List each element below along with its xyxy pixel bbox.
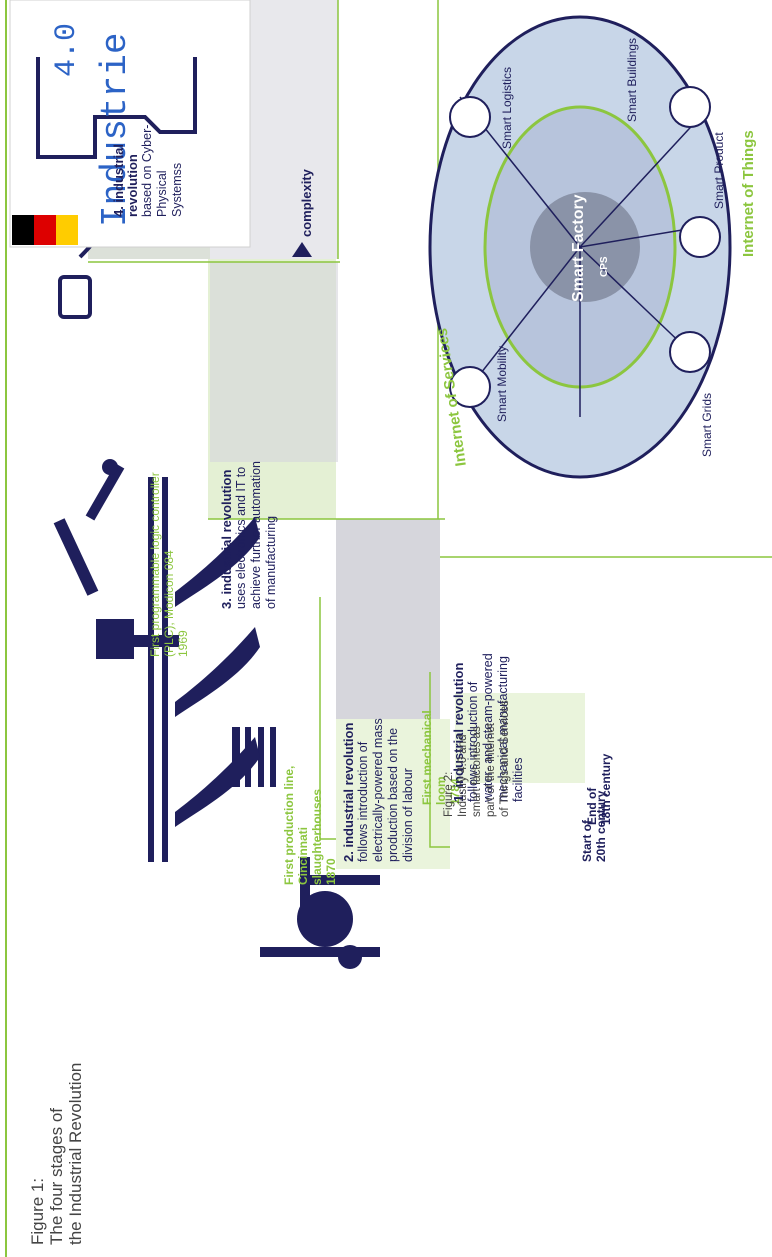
stage-4-line-1: based on Cyber-Physical bbox=[140, 124, 169, 217]
stage-2-block bbox=[336, 719, 450, 869]
stage-4-title: 4. industrial revolution bbox=[111, 144, 140, 217]
stage-3-event-line-3: 1969 bbox=[176, 630, 190, 657]
stage-4-description: 4. industrial revolution based on Cyber-… bbox=[111, 87, 185, 217]
figure-2-diagram bbox=[428, 15, 732, 479]
figure-2-line-1: Industry 4.0 and bbox=[457, 734, 469, 817]
figure-1-caption: Figure 1: The four stages of the Industr… bbox=[28, 1025, 85, 1245]
stage-2-event-line-3: 1870 bbox=[324, 858, 338, 885]
figure-1-label: Figure 1: bbox=[28, 1177, 47, 1245]
stage-2-event: First production line, Cincinnati slaugh… bbox=[282, 745, 338, 885]
smart-mobility-icon bbox=[449, 366, 491, 408]
stage-3-event-line-1: First programmable logic controller bbox=[148, 472, 162, 657]
stage-3-title: 3. industrial revolution bbox=[219, 469, 234, 609]
smart-grids-icon bbox=[669, 331, 711, 373]
stage-2-period-line-1: Start of bbox=[580, 820, 594, 862]
stage-2-line-2: electrically-powered mass bbox=[371, 718, 385, 862]
stage-2-line-3: production based on the bbox=[386, 727, 400, 862]
production-line-icon bbox=[148, 477, 260, 862]
mechanical-loom-icon bbox=[232, 727, 380, 969]
stage-1-block bbox=[455, 693, 585, 783]
stage-2-grey-block bbox=[336, 519, 440, 719]
stage-2-event-line-1: First production line, bbox=[282, 765, 296, 885]
complexity-arrow bbox=[292, 242, 312, 257]
industrie-4-0-logo bbox=[9, 0, 251, 248]
stage-3-grey-block bbox=[210, 262, 338, 462]
figure-1-line-2: the Industrial Revolution bbox=[66, 1062, 85, 1245]
smart-grids-label: Smart Grids bbox=[700, 392, 714, 457]
stage-2-event-line-2: Cincinnati slaughterhouses bbox=[296, 788, 324, 885]
cps-label: CPS bbox=[599, 256, 610, 277]
plc-robot-arm-icon bbox=[53, 459, 179, 659]
stage-3-line-2: achieve further automation bbox=[249, 460, 263, 609]
stage-3-line-1: uses electronics and IT to bbox=[234, 466, 248, 609]
internet-of-things-label: Internet of Things bbox=[740, 130, 757, 257]
smart-mobility-label: Smart Mobility bbox=[495, 345, 509, 422]
smart-buildings-icon bbox=[679, 216, 721, 258]
smart-logistics-label: Smart Logistics bbox=[500, 66, 514, 149]
stage-3-description: 3. industrial revolution uses electronic… bbox=[219, 379, 279, 609]
stage-2-line bbox=[319, 597, 336, 840]
stage-1-line-4: facilities bbox=[511, 757, 525, 802]
smart-factory-label: Smart Factory bbox=[570, 194, 587, 302]
stage-2-line-4: division of labour bbox=[401, 768, 415, 862]
industrie-logo-version: 4.0 bbox=[50, 22, 84, 77]
stage-2-title: 2. industrial revolution bbox=[341, 722, 356, 862]
figure-2-line-2: smart factories as bbox=[471, 726, 483, 817]
stage-2-description: 2. industrial revolution follows introdu… bbox=[341, 662, 416, 862]
stage-2-line-1: follows introduction of bbox=[356, 741, 370, 862]
smart-logistics-icon bbox=[449, 96, 491, 138]
stage-2-period: Start of 20th century bbox=[580, 742, 608, 862]
stage-3-event: First programmable logic controller (PLC… bbox=[148, 397, 190, 657]
smart-product-label: Smart Product bbox=[712, 132, 726, 209]
complexity-label: complexity bbox=[299, 169, 314, 237]
figure-2-label: Figure 2: bbox=[443, 771, 455, 817]
stage-3-line-3: of manufacturing bbox=[264, 515, 278, 609]
smart-product-icon bbox=[669, 86, 711, 128]
stage-2-period-line-2: 20th century bbox=[594, 790, 608, 862]
figure-2-line-4: of Things and Services bbox=[499, 700, 511, 817]
figure-2-caption: Figure 2: Industry 4.0 and smart factori… bbox=[442, 587, 512, 817]
smart-buildings-label: Smart Buildings bbox=[625, 37, 639, 122]
figure-1-line-1: The four stages of bbox=[47, 1107, 66, 1245]
stage-4-line-2: Systemss bbox=[170, 162, 184, 217]
stage-1-line bbox=[429, 672, 450, 848]
stage-3-event-line-2: (PLC), Modicon 084 bbox=[162, 550, 176, 657]
figure-2-line-3: part of the Internet bbox=[485, 723, 497, 817]
